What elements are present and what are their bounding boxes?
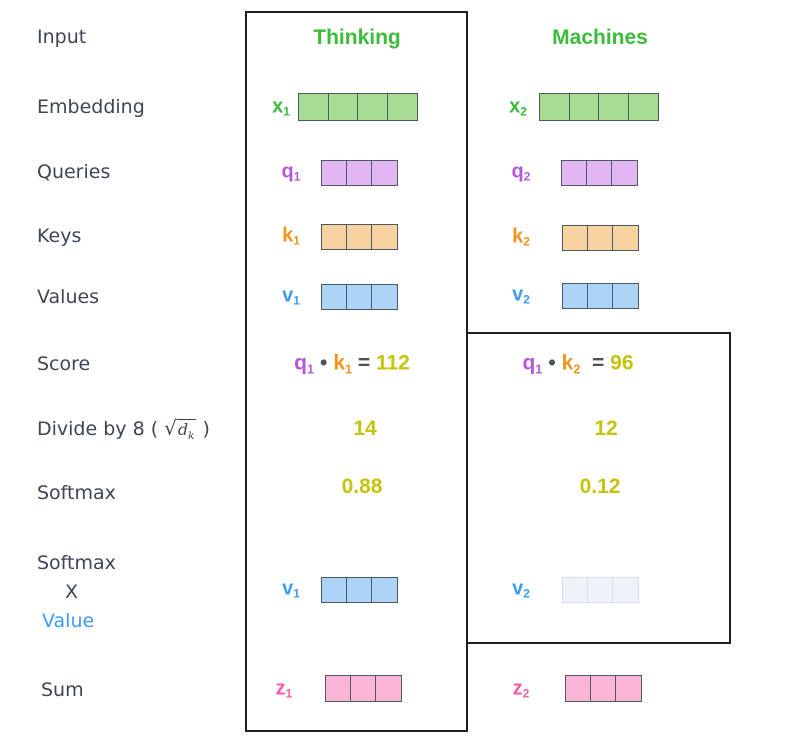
vector-cell — [346, 284, 373, 310]
vector-v2-weighted-faded — [562, 577, 639, 603]
vector-x2 — [539, 93, 659, 121]
vector-cell — [562, 225, 589, 251]
softmax-x-value-line2: X — [65, 581, 79, 603]
row-label-divide: Divide by 8 ( √dk ) — [37, 416, 210, 442]
softmax-value-right: 0.12 — [579, 475, 621, 498]
vector-cell — [612, 225, 639, 251]
vector-cell — [357, 93, 388, 121]
vector-label-q1: q1 — [281, 160, 301, 184]
vector-z2 — [565, 675, 642, 702]
vector-cell — [562, 577, 589, 603]
vector-cell — [375, 675, 402, 702]
divide-label-prefix: Divide by 8 ( — [37, 418, 165, 440]
vector-v2 — [562, 283, 639, 309]
column-header-machines: Machines — [552, 26, 648, 49]
row-label-values: Values — [37, 286, 100, 308]
vector-cell — [612, 283, 639, 309]
divide-label-suffix: ) — [196, 418, 210, 440]
vector-v1 — [321, 284, 398, 310]
vector-cell — [539, 93, 570, 121]
row-label-embedding: Embedding — [37, 96, 145, 118]
vector-z1 — [325, 675, 402, 702]
vector-cell — [562, 283, 589, 309]
vector-cell — [321, 224, 348, 250]
vector-cell — [587, 225, 614, 251]
machines-score-box — [467, 332, 731, 644]
vector-cell — [321, 160, 348, 186]
vector-q2 — [561, 160, 638, 186]
vector-cell — [371, 160, 398, 186]
softmax-value-left: 0.88 — [341, 475, 383, 498]
dot-operator: • — [319, 351, 328, 375]
vector-label-x2: x2 — [509, 95, 527, 119]
score-value-left: 112 — [375, 351, 410, 375]
vector-cell — [561, 160, 588, 186]
dot-operator: • — [548, 351, 556, 375]
vector-cell — [615, 675, 642, 702]
vector-cell — [568, 93, 600, 121]
vector-x1 — [298, 93, 418, 121]
vector-cell — [350, 675, 377, 702]
vector-cell — [325, 675, 352, 702]
vector-cell — [346, 160, 373, 186]
sqrt-dk-math: √dk — [164, 416, 197, 443]
vector-cell — [371, 284, 398, 310]
row-label-queries: Queries — [37, 161, 111, 183]
radical-sign: √ — [164, 416, 177, 440]
vector-cell — [346, 577, 373, 603]
row-label-softmax-x-value: Softmax X Value — [37, 549, 116, 636]
column-header-thinking: Thinking — [313, 26, 401, 49]
vector-cell — [611, 160, 638, 186]
vector-label-k2: k2 — [512, 225, 530, 249]
vector-cell — [371, 224, 398, 250]
vector-label-v2-weighted: v2 — [512, 577, 530, 601]
vector-label-z2: z2 — [512, 677, 530, 701]
vector-label-v2: v2 — [512, 283, 530, 307]
vector-cell — [321, 577, 348, 603]
vector-cell — [298, 93, 329, 121]
thinking-column-box — [245, 11, 468, 732]
vector-cell — [590, 675, 617, 702]
vector-label-z1: z1 — [275, 677, 293, 701]
row-label-softmax: Softmax — [37, 482, 116, 504]
vector-cell — [587, 283, 614, 309]
softmax-x-value-line3: Value — [42, 610, 95, 632]
row-label-sum: Sum — [41, 679, 84, 701]
row-label-input: Input — [37, 26, 87, 48]
vector-label-v1: v1 — [282, 284, 300, 308]
vector-q1 — [321, 160, 398, 186]
score-value-right: 96 — [610, 351, 634, 375]
vector-cell — [612, 577, 639, 603]
vector-cell — [587, 577, 614, 603]
vector-cell — [386, 93, 418, 121]
vector-k2 — [562, 225, 639, 251]
vector-cell — [346, 224, 373, 250]
row-label-score: Score — [37, 353, 91, 375]
vector-cell — [327, 93, 359, 121]
vector-cell — [371, 577, 398, 603]
divide-value-left: 14 — [353, 417, 377, 440]
vector-cell — [598, 93, 629, 121]
vector-label-q2: q2 — [511, 160, 531, 184]
vector-cell — [565, 675, 592, 702]
divide-value-right: 12 — [594, 417, 618, 440]
vector-cell — [321, 284, 348, 310]
vector-label-k1: k1 — [282, 224, 300, 248]
score-equation-right: q1•k2 = 96 — [522, 351, 634, 377]
vector-cell — [586, 160, 613, 186]
softmax-x-value-line1: Softmax — [37, 552, 116, 574]
vector-cell — [627, 93, 659, 121]
vector-k1 — [321, 224, 398, 250]
score-equation-left: q1•k1 = 112 — [294, 351, 410, 377]
vector-label-x1: x1 — [272, 95, 290, 119]
vector-label-v1-weighted: v1 — [282, 577, 300, 601]
row-label-keys: Keys — [37, 225, 82, 247]
vector-v1-weighted — [321, 577, 398, 603]
